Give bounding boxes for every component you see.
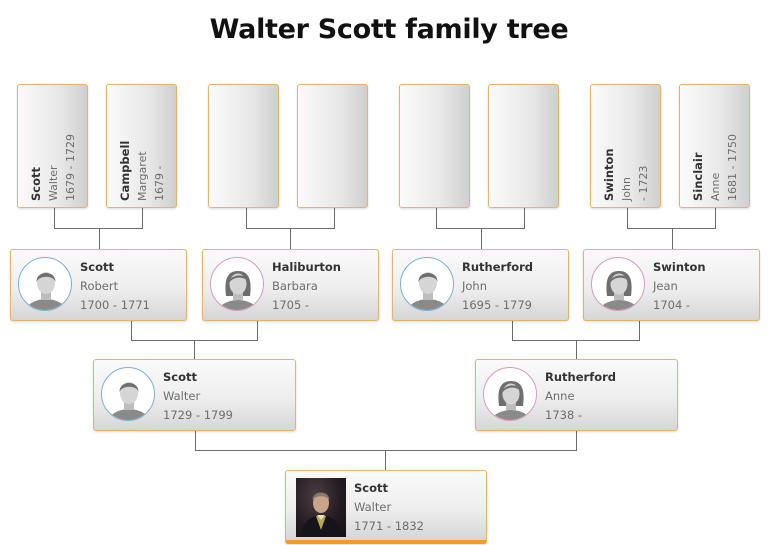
last-name: Haliburton — [272, 260, 341, 274]
person-node-campbell-margaret[interactable]: Campbell Margaret 1679 - — [106, 84, 177, 208]
last-name: Swinton — [602, 148, 616, 201]
last-name: Scott — [29, 167, 43, 201]
life-years: 1738 - — [545, 408, 583, 422]
person-node-scott-walter-1679[interactable]: Scott Walter 1679 - 1729 — [17, 84, 88, 208]
life-years: 1704 - — [653, 298, 691, 312]
first-name: Anne — [709, 172, 722, 201]
life-years: 1771 - 1832 — [354, 519, 424, 533]
person-node-empty[interactable] — [297, 84, 368, 208]
life-years: - 1723 — [637, 165, 650, 201]
person-node-sinclair-anne[interactable]: Sinclair Anne 1681 - 1750 — [679, 84, 750, 208]
last-name: Scott — [163, 370, 197, 384]
last-name: Swinton — [653, 260, 706, 274]
person-node-root-scott-walter[interactable]: Scott Walter 1771 - 1832 — [285, 470, 487, 544]
first-name: Jean — [653, 279, 678, 293]
person-node-scott-walter-1729[interactable]: Scott Walter 1729 - 1799 — [93, 359, 296, 431]
person-node-empty[interactable] — [208, 84, 279, 208]
person-node-haliburton-barbara[interactable]: Haliburton Barbara 1705 - — [202, 249, 379, 321]
page-title: Walter Scott family tree — [209, 14, 569, 45]
female-avatar-icon — [210, 257, 264, 311]
life-years: 1705 - — [272, 298, 310, 312]
last-name: Rutherford — [462, 260, 534, 274]
last-name: Rutherford — [545, 370, 617, 384]
first-name: Walter — [163, 389, 201, 403]
person-node-swinton-john[interactable]: Swinton John - 1723 — [590, 84, 661, 208]
male-avatar-icon — [18, 257, 72, 311]
life-years: 1679 - 1729 — [64, 134, 77, 201]
first-name: Robert — [80, 279, 119, 293]
first-name: Anne — [545, 389, 575, 403]
person-node-empty[interactable] — [399, 84, 470, 208]
person-node-swinton-jean[interactable]: Swinton Jean 1704 - — [583, 249, 760, 321]
person-node-scott-robert[interactable]: Scott Robert 1700 - 1771 — [10, 249, 187, 321]
life-years: 1679 - — [153, 165, 166, 201]
first-name: Walter — [354, 500, 392, 514]
person-node-empty[interactable] — [488, 84, 559, 208]
person-node-rutherford-john[interactable]: Rutherford John 1695 - 1779 — [392, 249, 569, 321]
last-name: Sinclair — [691, 152, 705, 201]
last-name: Scott — [80, 260, 114, 274]
last-name: Campbell — [118, 140, 132, 201]
last-name: Scott — [354, 481, 388, 495]
first-name: John — [620, 177, 633, 201]
life-years: 1729 - 1799 — [163, 408, 233, 422]
female-avatar-icon — [483, 367, 537, 421]
male-avatar-icon — [400, 257, 454, 311]
female-avatar-icon — [591, 257, 645, 311]
life-years: 1681 - 1750 — [726, 134, 739, 201]
male-avatar-icon — [101, 367, 155, 421]
life-years: 1695 - 1779 — [462, 298, 532, 312]
person-node-rutherford-anne[interactable]: Rutherford Anne 1738 - — [475, 359, 678, 431]
first-name: John — [462, 279, 488, 293]
life-years: 1700 - 1771 — [80, 298, 150, 312]
first-name: Margaret — [136, 151, 149, 201]
portrait-photo — [296, 478, 346, 537]
first-name: Walter — [47, 165, 60, 201]
first-name: Barbara — [272, 279, 318, 293]
